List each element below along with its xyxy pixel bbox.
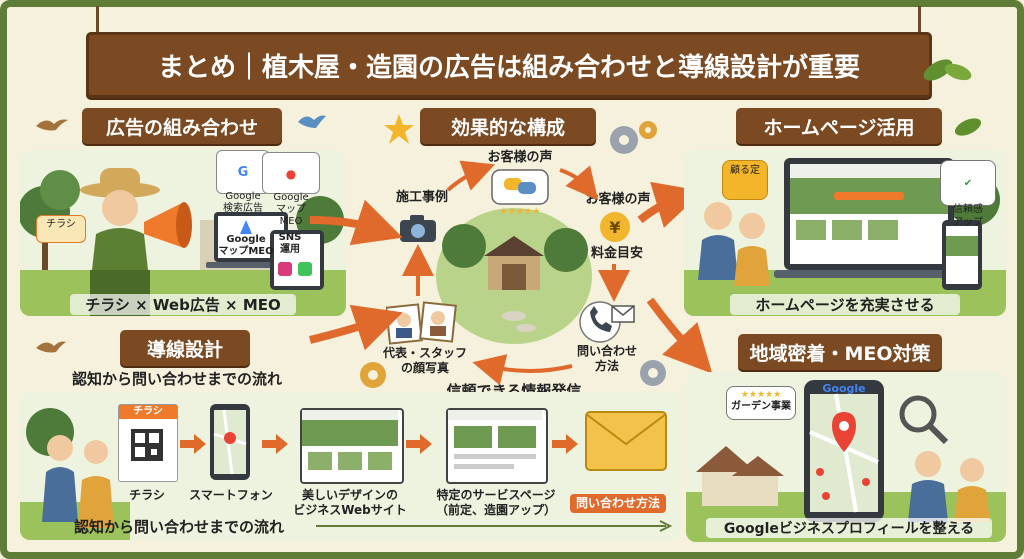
flow-arrow-icon: [262, 434, 288, 454]
flow-step-flyer: チラシ: [118, 404, 178, 482]
flow-subtitle: 認知から問い合わせまでの流れ: [72, 370, 283, 388]
flow-label-website: 美しいデザインの ビジネスWebサイト: [293, 488, 407, 517]
bird-icon: [36, 119, 68, 131]
garden-circle: [436, 208, 592, 344]
flow-step-website: [300, 408, 404, 484]
cases-label: 施工事例: [395, 190, 448, 205]
price-label: 料金目安: [590, 246, 643, 261]
flow-label-smartphone: スマートフォン: [189, 488, 273, 502]
rope-left: [96, 6, 99, 34]
star-icon: [384, 114, 414, 144]
main-title: まとめ｜植木屋・造園の広告は組み合わせと導線設計が重要: [86, 32, 932, 98]
leaf-decoration-icon: [954, 118, 982, 136]
flow-arrow-icon: [406, 434, 432, 454]
flow-label-flyer: チラシ: [129, 488, 165, 502]
service-page-icon: [448, 410, 542, 469]
flow-arrow-icon: [180, 434, 206, 454]
bird-icon: [298, 115, 326, 128]
google-map-meo-tag: ● Google マップMEO: [262, 152, 320, 227]
check-icon: ✔: [963, 178, 973, 189]
connector-arrows: [309, 181, 713, 374]
section-heading-meo: 地域密着・MEO対策: [738, 334, 942, 370]
svg-text:★★★★★: ★★★★★: [500, 207, 540, 216]
ads-panel: [20, 150, 346, 316]
google-g-icon: G: [237, 165, 249, 180]
staff-label: 代表・スタッフ の顔写真: [382, 346, 467, 375]
website-preview-icon: [302, 410, 398, 470]
voice2-label: お客様の声: [585, 192, 651, 207]
cycle-arrows: [402, 160, 630, 386]
flow-footer: 認知から問い合わせまでの流れ: [74, 518, 285, 536]
laptop-meo-label: Google マップMEO: [218, 234, 274, 257]
camera-icon: [400, 215, 436, 242]
meo-bubble: ★★★★★ ガーデン事業: [726, 386, 796, 420]
section-heading-structure: 効果的な構成: [420, 108, 596, 144]
flyer-tag: チラシ: [36, 215, 86, 243]
contact-label: 問い合わせ 方法: [576, 344, 637, 373]
homepage-bubble-right: ✔ 信頼感 アップ: [940, 160, 996, 228]
section-heading-flow: 導線設計: [120, 330, 250, 366]
leaf-decoration-icon: [923, 59, 972, 81]
section-heading-ads: 広告の組み合わせ: [82, 108, 282, 144]
svg-text:¥: ¥: [609, 218, 620, 237]
gear-icon: [640, 360, 666, 386]
voice1-label: お客様の声: [487, 150, 553, 165]
sns-label: SNS 運用: [278, 232, 302, 255]
flow-footer-arrow: [316, 520, 673, 532]
flow-illustration: [20, 408, 130, 540]
flow-arrow-icon: [552, 434, 578, 454]
meo-caption: Googleビジネスプロフィールを整える: [706, 518, 992, 538]
phone-mail-icon: [579, 301, 635, 343]
flow-label-service-page: 特定のサービスページ （前定、造園アップ）: [435, 488, 556, 517]
smartphone-map-icon: [213, 409, 247, 475]
flyer-header: チラシ: [119, 405, 177, 419]
rating-stars-icon: ★★★★★: [740, 390, 782, 400]
homepage-caption: ホームページを充実させる: [730, 294, 960, 315]
bird-icon: [36, 341, 66, 353]
rope-right: [918, 6, 921, 34]
yen-coin-icon: ¥: [600, 212, 630, 242]
google-brand-text: Google: [822, 382, 866, 395]
qr-code-icon: [131, 429, 163, 461]
section-heading-homepage: ホームページ活用: [736, 108, 942, 144]
homepage-bubble-left: 顧る定: [722, 160, 768, 200]
gear-icon: [610, 121, 657, 154]
chat-bubble-icon: ★★★★★: [491, 169, 549, 216]
flow-step-smartphone: [210, 404, 250, 480]
envelope-icon: [585, 411, 667, 471]
ads-caption: チラシ × Web広告 × MEO: [70, 294, 296, 315]
flow-step-service-page: [446, 408, 548, 484]
gear-icon: [360, 362, 386, 388]
google-ads-tag: G Google 検索広告: [216, 150, 270, 214]
map-pin-icon: ●: [285, 167, 297, 181]
flow-label-contact: 問い合わせ方法: [570, 494, 666, 513]
